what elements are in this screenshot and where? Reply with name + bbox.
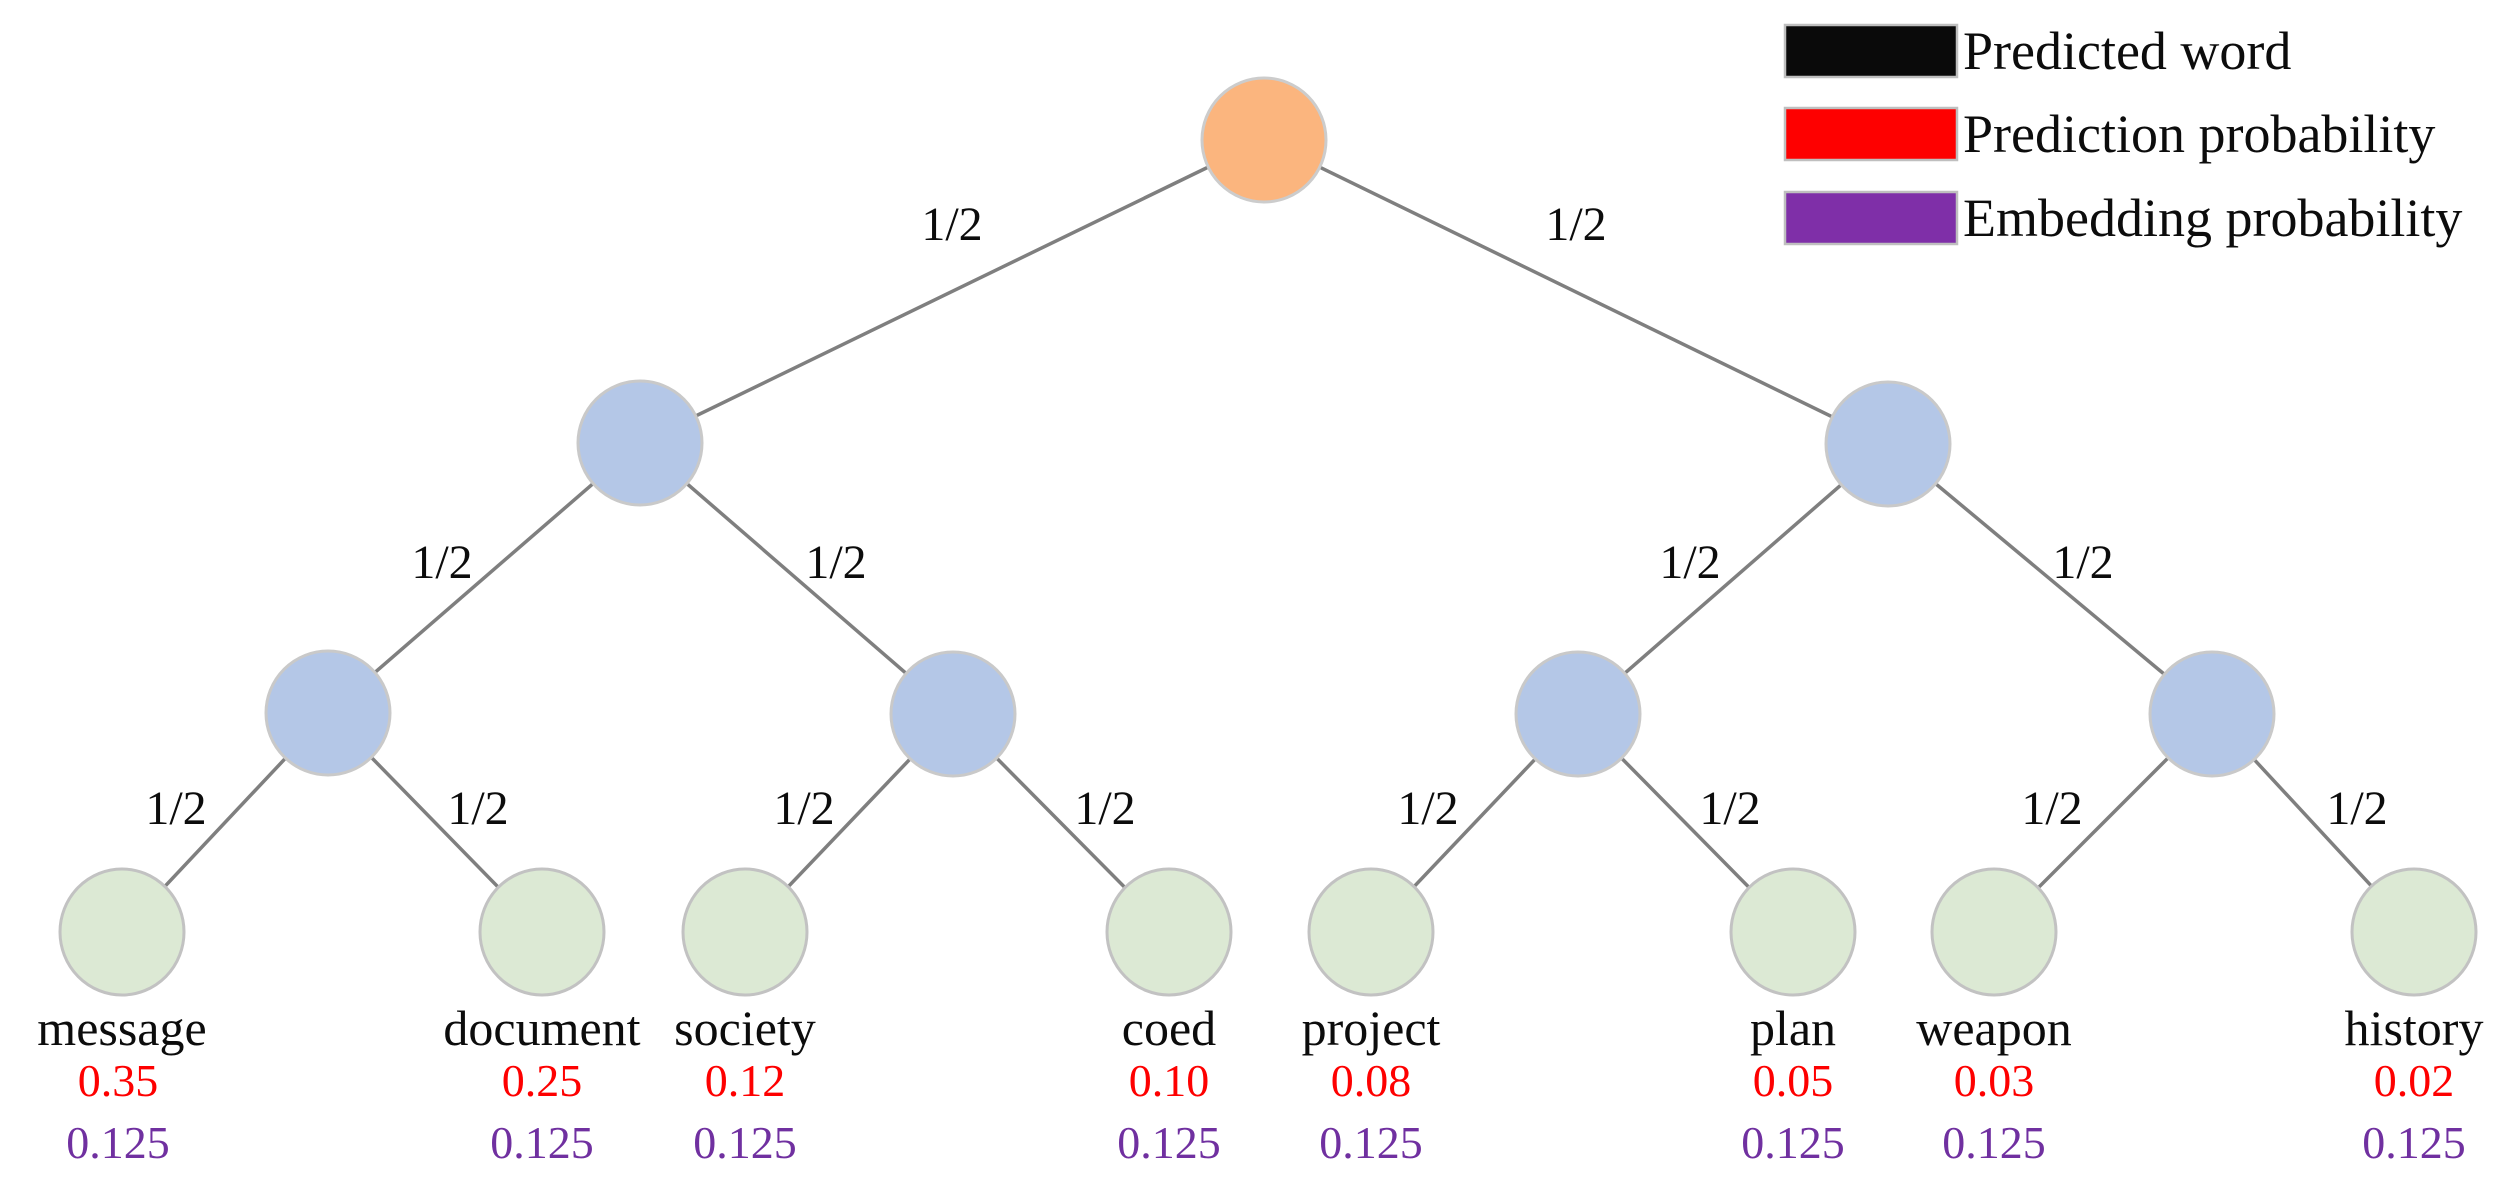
embedding-probability-value: 0.125 [1319, 1117, 1423, 1168]
legend-swatch-predicted-word [1783, 23, 1959, 79]
edge-probability-label: 1/2 [1545, 198, 1606, 251]
prediction-probability-value: 0.03 [1954, 1055, 2035, 1106]
internal-node [1824, 380, 1952, 508]
embedding-probability-value: 0.125 [490, 1117, 594, 1168]
edge-probability-label: 1/2 [447, 782, 508, 835]
edge-probability-label: 1/2 [2021, 782, 2082, 835]
legend-label: Prediction probability [1963, 104, 2435, 164]
edge-probability-label: 1/2 [805, 536, 866, 589]
embedding-probability-value: 0.125 [1942, 1117, 2046, 1168]
leaf-node [2350, 867, 2478, 997]
edge-probability-labels: 1/2 1/2 1/2 1/2 1/2 1/2 1/2 1/2 1/2 1/2 … [145, 198, 2387, 835]
leaf-word-label: society [674, 1000, 816, 1056]
tree-edge [639, 138, 1265, 445]
prediction-probability-value: 0.05 [1753, 1055, 1834, 1106]
prediction-probability-value: 0.12 [705, 1055, 786, 1106]
leaf-word-label: coed [1122, 1000, 1216, 1056]
leaf-node [1307, 867, 1435, 997]
legend-label: Predicted word [1963, 21, 2291, 81]
prediction-probability-values: 0.35 0.25 0.12 0.10 0.08 0.05 0.03 0.02 [78, 1055, 2455, 1106]
edge-probability-label: 1/2 [2326, 782, 2387, 835]
leaf-word-label: history [2345, 1000, 2484, 1056]
tree-edge [1576, 442, 1890, 716]
prediction-probability-value: 0.10 [1129, 1055, 1210, 1106]
embedding-probability-value: 0.125 [2362, 1117, 2466, 1168]
leaf-word-label: project [1302, 1000, 1441, 1056]
tree-edge [1263, 138, 1889, 446]
embedding-probability-value: 0.125 [1117, 1117, 1221, 1168]
embedding-probability-values: 0.125 0.125 0.125 0.125 0.125 0.125 0.12… [66, 1117, 2466, 1168]
leaf-word-label: document [443, 1000, 640, 1056]
leaf-node [1729, 867, 1857, 997]
tree-edge [1886, 442, 2214, 716]
internal-node [889, 650, 1017, 778]
leaf-node [58, 867, 186, 997]
edge-probability-label: 1/2 [145, 782, 206, 835]
leaf-word-label: message [37, 1000, 206, 1056]
leaf-node [478, 867, 606, 997]
prediction-probability-value: 0.35 [78, 1055, 159, 1106]
leaf-node [1930, 867, 2058, 997]
tree-edge [326, 441, 642, 715]
leaf-word-labels: message document society coed project pl… [37, 1000, 2483, 1056]
internal-node [264, 649, 392, 777]
edge-probability-label: 1/2 [1699, 782, 1760, 835]
edge-probability-label: 1/2 [1659, 536, 1720, 589]
embedding-probability-value: 0.125 [1741, 1117, 1845, 1168]
edge-probability-label: 1/2 [921, 198, 982, 251]
internal-node [576, 379, 704, 507]
tree-nodes [58, 76, 2478, 997]
leaf-word-label: weapon [1916, 1000, 2072, 1056]
leaf-node [1105, 867, 1233, 997]
tree-edge [638, 441, 955, 716]
edge-probability-label: 1/2 [773, 782, 834, 835]
leaf-word-label: plan [1750, 1000, 1836, 1056]
legend-label: Embedding probability [1963, 188, 2462, 248]
edge-probability-label: 1/2 [1074, 782, 1135, 835]
edge-probability-label: 1/2 [2052, 536, 2113, 589]
edge-probability-label: 1/2 [411, 536, 472, 589]
prediction-probability-value: 0.02 [2374, 1055, 2455, 1106]
edge-probability-label: 1/2 [1397, 782, 1458, 835]
internal-node [2148, 650, 2276, 778]
legend-swatch-embedding-probability [1783, 190, 1959, 246]
embedding-probability-value: 0.125 [66, 1117, 170, 1168]
legend-swatch-prediction-probability [1783, 106, 1959, 162]
prediction-probability-value: 0.25 [502, 1055, 583, 1106]
embedding-probability-value: 0.125 [693, 1117, 797, 1168]
internal-node [1514, 650, 1642, 778]
prediction-probability-value: 0.08 [1331, 1055, 1412, 1106]
leaf-node [681, 867, 809, 997]
legend: Predicted word Prediction probability Em… [1783, 21, 2462, 248]
root-node [1200, 76, 1328, 204]
